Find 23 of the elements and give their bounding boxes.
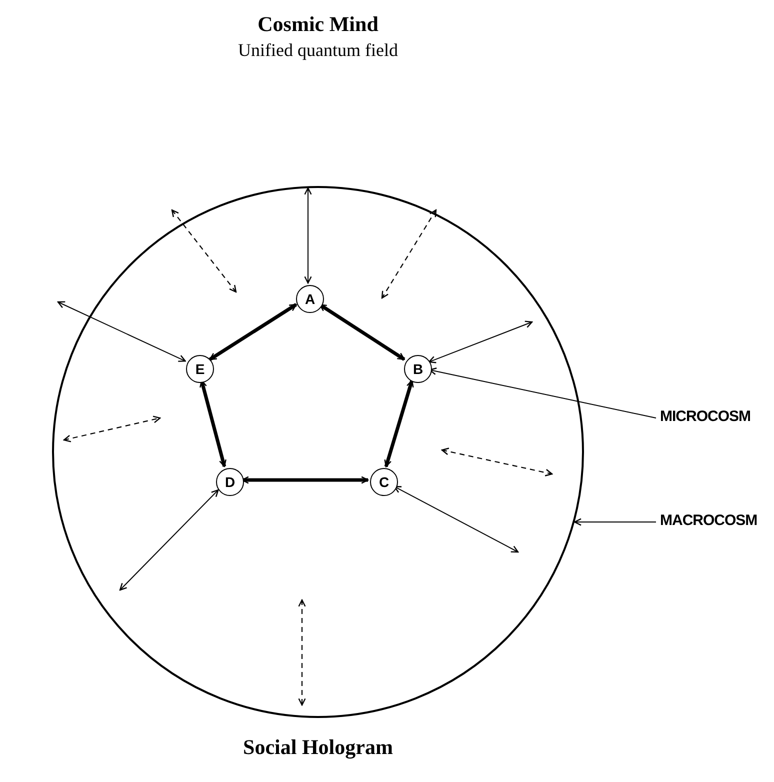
node-circle: E — [186, 355, 214, 383]
caption: Social Hologram — [243, 735, 393, 760]
arrow — [428, 320, 533, 364]
arrow — [241, 476, 369, 484]
arrow — [57, 301, 186, 362]
arrow — [304, 187, 312, 284]
title: Cosmic Mind — [258, 12, 378, 37]
node-circle: C — [370, 468, 398, 496]
leader-arrow — [574, 518, 656, 526]
callout-label: MICROCOSM — [660, 408, 750, 425]
outer-circle — [52, 186, 584, 718]
arrow — [200, 380, 226, 468]
arrow — [318, 303, 406, 361]
arrow — [384, 380, 414, 468]
node-circle: A — [296, 285, 324, 313]
node-circle: D — [216, 468, 244, 496]
arrow — [208, 303, 298, 361]
subtitle: Unified quantum field — [238, 40, 398, 61]
arrow — [119, 489, 219, 591]
leader-arrow — [429, 368, 656, 418]
callout-label: MACROCOSM — [660, 512, 758, 529]
arrow — [394, 486, 519, 553]
node-circle: B — [404, 355, 432, 383]
